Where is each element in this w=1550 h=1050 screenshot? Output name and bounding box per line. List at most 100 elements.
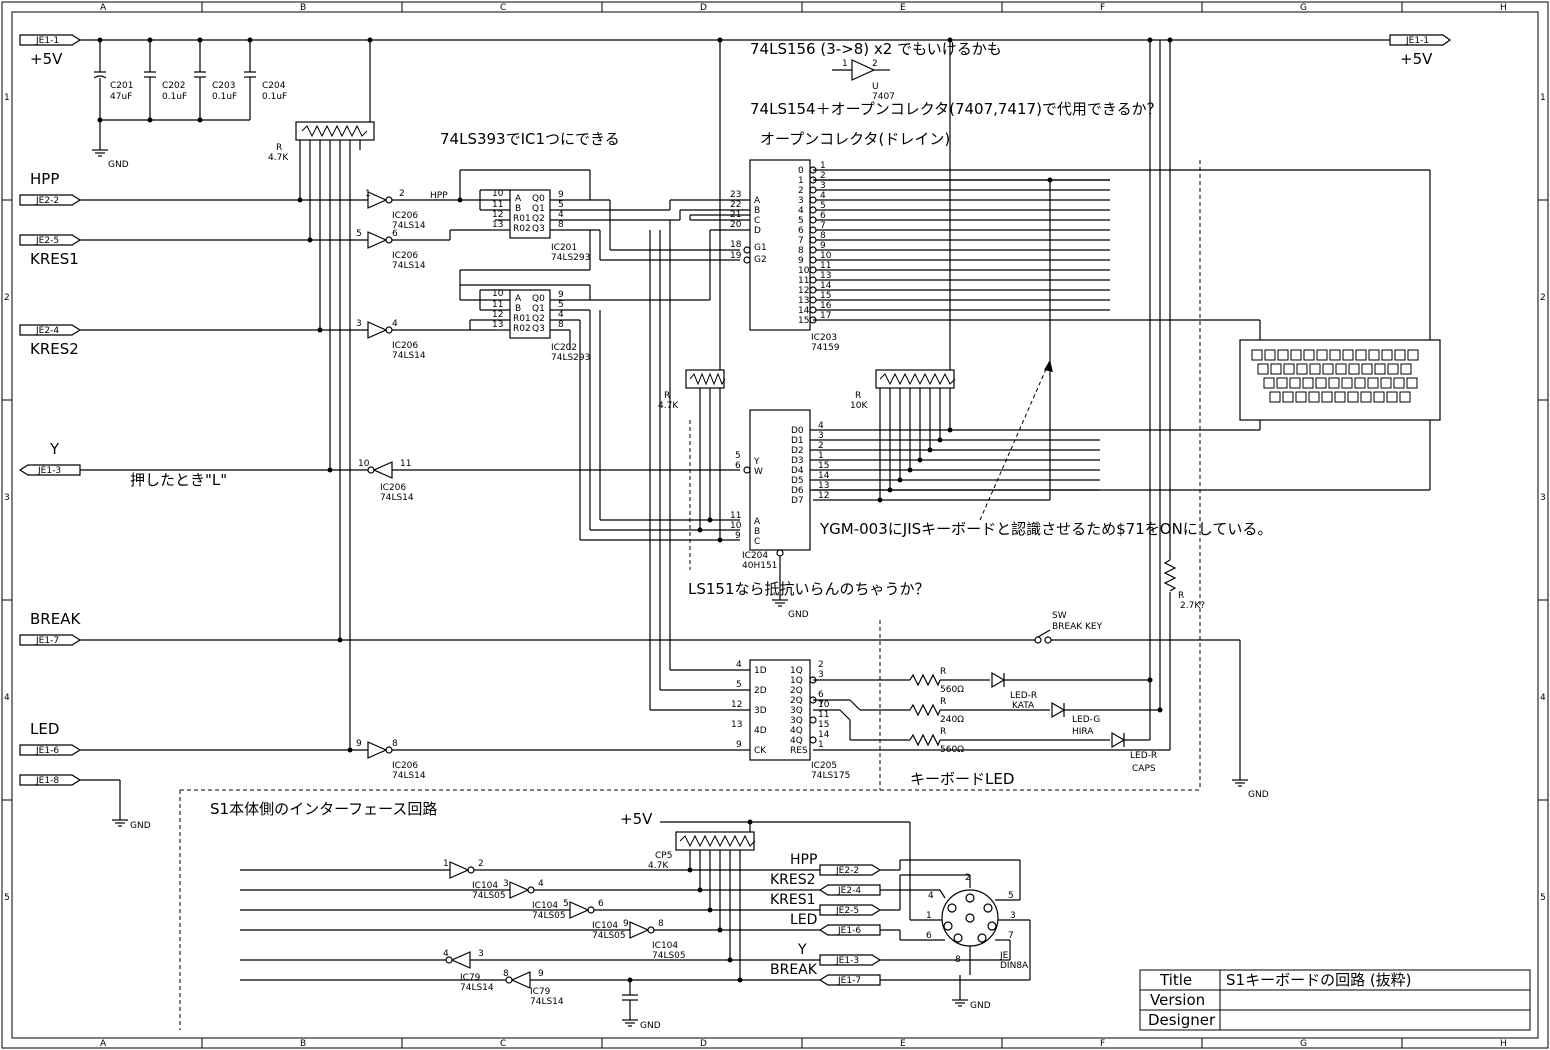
svg-text:7: 7 bbox=[1008, 931, 1014, 941]
ic203-out-label: 13 bbox=[798, 296, 809, 306]
ic104-d-ref: IC104 bbox=[652, 941, 678, 951]
boundaries bbox=[179, 160, 1201, 1030]
ic203-out-bubble bbox=[809, 226, 817, 234]
ic204-out-label: D0 bbox=[791, 426, 804, 436]
col-g-bottom: G bbox=[1300, 1039, 1307, 1049]
ic203-out-label: 6 bbox=[798, 226, 804, 236]
svg-text:5: 5 bbox=[736, 680, 742, 690]
ic203-out-pin: 8 bbox=[820, 231, 826, 241]
title-value: S1キーボードの回路 (抜粋) bbox=[1226, 971, 1412, 989]
ic201-pin-q2: Q2 bbox=[532, 214, 545, 224]
svg-text:1: 1 bbox=[926, 911, 932, 921]
led3-rval: 560Ω bbox=[940, 745, 964, 755]
ic203-in-a: A bbox=[754, 196, 761, 206]
ic204-out-pin: 12 bbox=[818, 491, 829, 501]
note-6: YGM-003にJISキーボードと認識させるため$71をONにしている。 bbox=[819, 520, 1272, 538]
ic203-out-label: 15 bbox=[798, 316, 809, 326]
ic205-out-bubble bbox=[809, 716, 817, 724]
ic203-out-bubble bbox=[809, 296, 817, 304]
ic203-out-bubble bbox=[809, 256, 817, 264]
led2-rval: 240Ω bbox=[940, 715, 964, 725]
svg-text:3: 3 bbox=[818, 670, 824, 680]
ic201-type: 74LS293 bbox=[551, 253, 590, 263]
r-left-val: 4.7K bbox=[268, 153, 289, 163]
key-cap bbox=[1322, 363, 1334, 375]
din-ref: JE bbox=[999, 951, 1009, 961]
ic203-out-label: 10 bbox=[798, 266, 810, 276]
ic201-pin-r01: R01 bbox=[513, 214, 531, 224]
svg-text:14: 14 bbox=[818, 730, 830, 740]
svg-text:9: 9 bbox=[538, 969, 544, 979]
c204-val: 0.1uF bbox=[262, 92, 287, 102]
gnd-label-4: GND bbox=[130, 821, 151, 831]
ic79-b-type: 74LS14 bbox=[530, 997, 564, 1007]
key-cap bbox=[1308, 391, 1320, 403]
svg-text:13: 13 bbox=[731, 720, 742, 730]
ic79-a-ref: IC79 bbox=[460, 973, 481, 983]
svg-text:10: 10 bbox=[730, 521, 742, 531]
svg-text:Y: Y bbox=[753, 457, 760, 467]
ic206-d-type: 74LS14 bbox=[380, 493, 414, 503]
key-cap bbox=[1264, 349, 1276, 361]
key-cap bbox=[1342, 349, 1354, 361]
svg-text:11: 11 bbox=[492, 300, 503, 310]
ic203-out-label: 3 bbox=[798, 196, 804, 206]
resistor-array-left: R 4.7K bbox=[268, 40, 375, 750]
ic203-out-bubble bbox=[809, 216, 817, 224]
svg-text:8: 8 bbox=[558, 220, 564, 230]
col-c-bottom: C bbox=[500, 1039, 506, 1049]
row-1: 1 bbox=[4, 93, 10, 103]
ic206-e-type: 74LS14 bbox=[392, 771, 426, 781]
svg-text:9: 9 bbox=[558, 290, 564, 300]
col-d-bottom: D bbox=[700, 1039, 707, 1049]
ic203-out-bubble bbox=[809, 206, 817, 214]
ic104-a-ref: IC104 bbox=[472, 881, 498, 891]
connectors: JE1-1 JE1-1 JE2-2 JE2-5 JE2-4 JE1-3 JE1-… bbox=[18, 34, 1452, 986]
svg-text:9: 9 bbox=[558, 190, 564, 200]
row-5-right: 5 bbox=[1540, 893, 1546, 903]
row-4-right: 4 bbox=[1540, 693, 1546, 703]
resistor-array-mid: R 4.7K bbox=[658, 369, 726, 543]
col-g: G bbox=[1300, 3, 1307, 13]
svg-text:18: 18 bbox=[730, 240, 742, 250]
ic203-out-pin: 16 bbox=[820, 301, 832, 311]
svg-text:21: 21 bbox=[730, 210, 741, 220]
conn-je1-1-right: JE1-1 bbox=[1405, 36, 1429, 46]
note-8: キーボードLED bbox=[910, 770, 1014, 788]
col-b-bottom: B bbox=[300, 1039, 306, 1049]
sig-hpp-net: HPP bbox=[430, 191, 448, 201]
sig-b-kres1: KRES1 bbox=[770, 892, 816, 908]
gnd-label-6: GND bbox=[640, 1021, 661, 1031]
ic206-b-type: 74LS14 bbox=[392, 261, 426, 271]
sw-label: BREAK KEY bbox=[1052, 622, 1103, 632]
svg-text:5: 5 bbox=[735, 451, 741, 461]
ic204-out-pin: 1 bbox=[818, 451, 824, 461]
col-h-bottom: H bbox=[1500, 1039, 1507, 1049]
key-cap bbox=[1257, 363, 1269, 375]
led1-r: R bbox=[940, 667, 946, 677]
col-f-bottom: F bbox=[1100, 1039, 1105, 1049]
svg-text:3: 3 bbox=[1010, 911, 1016, 921]
ic203-out-pin: 10 bbox=[820, 251, 832, 261]
ic203-out-label: 0 bbox=[798, 166, 804, 176]
ic202: A B R01 R02 Q0 Q1 Q2 Q3 IC202 74LS293 bbox=[509, 289, 590, 363]
svg-text:3: 3 bbox=[356, 319, 362, 329]
key-cap bbox=[1270, 363, 1282, 375]
svg-text:4: 4 bbox=[558, 310, 564, 320]
svg-text:3: 3 bbox=[478, 949, 484, 959]
col-h: H bbox=[1500, 3, 1507, 13]
svg-text:13: 13 bbox=[492, 220, 503, 230]
ic202-pin-q3: Q3 bbox=[532, 324, 545, 334]
ic205-out-label: 3Q bbox=[790, 716, 803, 726]
sig-kres2: KRES2 bbox=[30, 340, 79, 358]
key-cap bbox=[1380, 377, 1392, 389]
col-c: C bbox=[500, 3, 506, 13]
ic201-ref: IC201 bbox=[551, 243, 577, 253]
svg-text:4: 4 bbox=[558, 210, 564, 220]
key-cap bbox=[1282, 391, 1294, 403]
conn-b-je1-3: JE1-3 bbox=[835, 956, 859, 966]
sig-hpp: HPP bbox=[30, 170, 59, 188]
ic203-out-label: 4 bbox=[798, 206, 804, 216]
